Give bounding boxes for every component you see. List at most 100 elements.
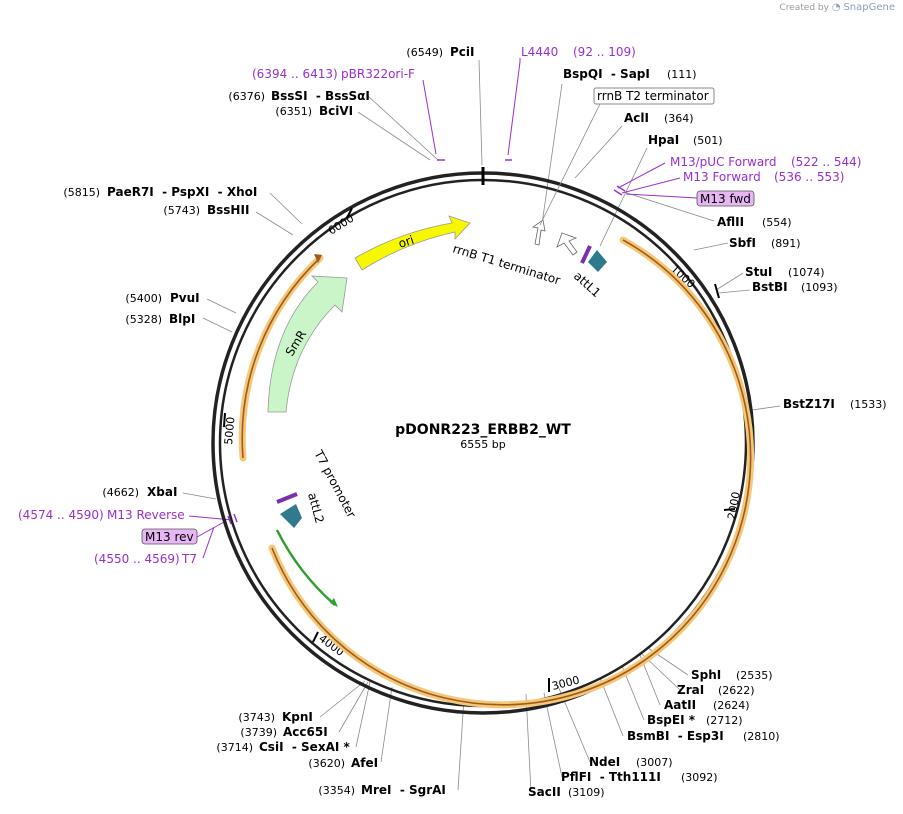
rrnb-t1-label: rrnB T1 terminator (451, 241, 562, 287)
watermark-created-by: Created by (779, 3, 829, 13)
site-pos-aatii: (2624) (713, 699, 750, 712)
site-name-bcivi: BciVI (319, 104, 353, 118)
primer-name-l4440: L4440 (521, 45, 558, 59)
rrnb-t2-box (593, 87, 715, 105)
primer-name-t7: T7 (181, 552, 197, 566)
attl1-label: attL1 (571, 269, 603, 300)
attl2-feature (280, 504, 302, 528)
site-name-sbfi: SbfI (729, 236, 756, 250)
site-name-pcii: PciI (450, 45, 475, 59)
ruler-tick-label: 2000 (725, 491, 743, 521)
site-pos-bsssi-bsssai: (6376) (228, 90, 265, 103)
site-pos-paer7i-pspxi-xhoi: (5815) (63, 186, 100, 199)
site-name-zrai: ZraI (677, 683, 704, 697)
site-pos-sphi: (2535) (736, 669, 773, 682)
ori-feature (354, 215, 471, 271)
site-name-mrei-sgrai: MreI - SgrAI (361, 783, 446, 797)
plasmid-length: 6555 bp (460, 438, 505, 451)
site-pos-csii-sexai: (3714) (216, 741, 253, 754)
attl2-marker (276, 492, 298, 504)
site-name-bstbi: BstBI (752, 280, 788, 294)
primer-marks (227, 159, 626, 525)
site-pos-bstz17i: (1533) (850, 398, 887, 411)
site-name-acc65i: Acc65I (283, 725, 328, 739)
attl2-label: attL2 (305, 491, 327, 525)
site-pos-mrei-sgrai: (3354) (318, 784, 355, 797)
primer-range-m13-puc-forward: (522 .. 544) (791, 155, 861, 169)
snapgene-logo-icon: ◔ (831, 2, 841, 13)
site-pos-pvui: (5400) (125, 292, 162, 305)
primer-name-m13-reverse: M13 Reverse (107, 508, 185, 522)
rrnb-t2-terminator-arrow (532, 219, 546, 246)
snapgene-watermark: Created by ◔ SnapGene (779, 2, 895, 13)
site-name-bspqi-sapi: BspQI - SapI (563, 67, 650, 81)
plasmid-name: pDONR223_ERBB2_WT (395, 422, 571, 438)
site-name-afei: AfeI (351, 756, 378, 770)
primer-range-pbr322ori-f: (6394 .. 6413) (252, 67, 338, 81)
site-pos-aflii: (554) (762, 216, 792, 229)
primer-name-m13-forward: M13 Forward (683, 170, 761, 184)
primer-name-m13-rev: M13 rev (145, 530, 194, 544)
site-pos-sacii: (3109) (568, 786, 605, 799)
site-pos-bspei: (2712) (706, 714, 743, 727)
site-name-stui: StuI (745, 265, 772, 279)
site-pos-sbfi: (891) (771, 237, 801, 250)
rrnb-t1-terminator-arrow (556, 232, 578, 256)
site-name-pvui: PvuI (170, 291, 200, 305)
site-name-bsshii: BssHII (207, 203, 249, 217)
site-name-acli: AclI (624, 111, 649, 125)
site-name-aatii: AatII (664, 698, 696, 712)
site-name-hpai: HpaI (648, 133, 679, 147)
site-pos-ndei: (3007) (636, 756, 673, 769)
site-pos-acli: (364) (664, 112, 694, 125)
ruler-tick-label: 6000 (326, 212, 357, 238)
primer-leaders (188, 58, 698, 559)
site-pos-bstbi: (1093) (801, 281, 838, 294)
site-pos-stui: (1074) (788, 266, 825, 279)
site-pos-xbai: (4662) (102, 486, 139, 499)
site-name-bsmbi-esp3i: BsmBI - Esp3I (627, 729, 724, 743)
site-pos-bcivi: (6351) (275, 105, 312, 118)
site-name-xbai: XbaI (147, 485, 177, 499)
site-name-sphi: SphI (691, 668, 721, 682)
site-pos-zrai: (2622) (718, 684, 755, 697)
site-pos-pcii: (6549) (406, 46, 443, 59)
attl1-marker (580, 245, 592, 264)
site-pos-blpi: (5328) (125, 313, 162, 326)
site-name-kpni: KpnI (282, 710, 313, 724)
watermark-brand: SnapGene (843, 2, 895, 13)
site-pos-afei: (3620) (308, 757, 345, 770)
site-pos-hpai: (501) (693, 134, 723, 147)
site-pos-acc65i: (3739) (240, 726, 277, 739)
primer-name-m13-fwd: M13 fwd (700, 192, 751, 206)
smr-feature (267, 275, 348, 413)
primer-box-m13-fwd (696, 190, 755, 207)
site-name-paer7i-pspxi-xhoi: PaeR7I - PspXI - XhoI (107, 185, 257, 199)
site-pos-bspqi-sapi: (111) (667, 68, 697, 81)
site-name-bstz17i: BstZ17I (783, 397, 835, 411)
primer-range-l4440: (92 .. 109) (573, 45, 636, 59)
leader-lines (182, 59, 781, 793)
site-name-pflfi-tth111i: PflFI - Tth111I (561, 770, 661, 784)
rrnb-t2-label: rrnB T2 terminator (597, 89, 709, 103)
primer-name-m13-puc-forward: M13/pUC Forward (670, 155, 777, 169)
site-name-bsssi-bsssai: BssSI - BssSαI (271, 89, 370, 103)
site-name-ndei: NdeI (589, 755, 620, 769)
ori-label: ori (397, 233, 416, 251)
site-name-bspei: BspEI * (647, 713, 696, 727)
primer-range-t7: (4550 .. 4569) (94, 552, 180, 566)
attl1-feature (588, 250, 607, 272)
site-pos-bsshii: (5743) (163, 204, 200, 217)
site-pos-bsmbi-esp3i: (2810) (743, 730, 780, 743)
site-name-csii-sexai: CsiI - SexAI * (259, 740, 350, 754)
insert-bands (238, 236, 755, 709)
primer-range-m13-forward: (536 .. 553) (774, 170, 844, 184)
primer-name-pbr322ori-f: pBR322ori-F (341, 67, 415, 81)
t7-promoter-arc (275, 529, 336, 606)
primer-box-m13-rev (141, 528, 198, 545)
site-pos-kpni: (3743) (238, 711, 275, 724)
primer-range-m13-reverse: (4574 .. 4590) (18, 508, 104, 522)
ruler-tick-label: 5000 (222, 416, 237, 445)
site-name-sacii: SacII (528, 785, 561, 799)
